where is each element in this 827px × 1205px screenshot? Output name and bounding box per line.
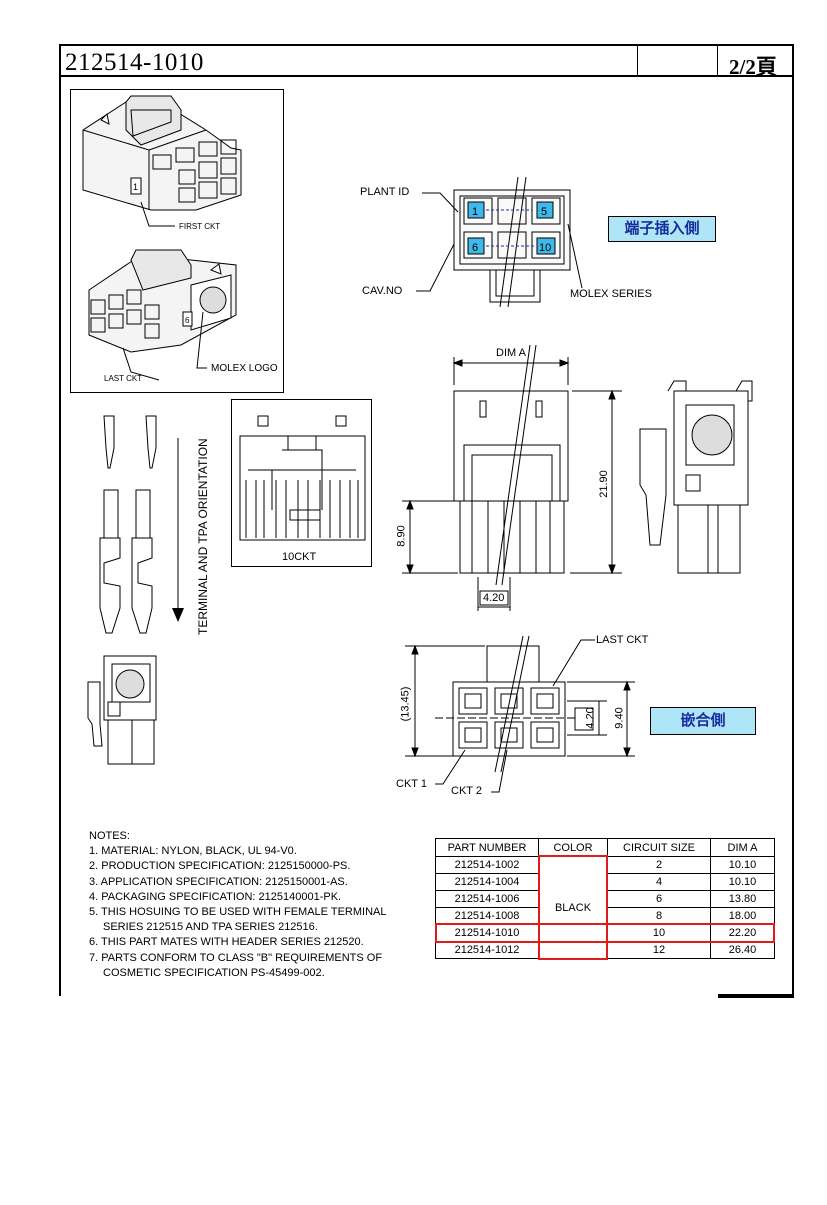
mating-side-badge: 嵌合側 [650, 707, 756, 735]
note-item: 1. MATERIAL: NYLON, BLACK, UL 94-V0. [89, 845, 297, 858]
first-ckt-label: FIRST CKT [179, 222, 220, 231]
cav-number: 6 [472, 242, 478, 254]
note-item: 3. APPLICATION SPECIFICATION: 2125150001… [89, 875, 348, 888]
cell-part: 212514-1006 [435, 890, 539, 908]
notes-block: NOTES: 1. MATERIAL: NYLON, BLACK, UL 94-… [89, 829, 386, 981]
col-header: COLOR [538, 838, 608, 857]
table-row-selected: 212514-1010 10 22.20 [435, 924, 775, 942]
ckt2-callout: CKT 2 [451, 785, 482, 797]
page-number: 2/2頁 [729, 55, 777, 79]
bottom-pitch-dim: 4.20 [584, 707, 597, 729]
pitch-dim: 4.20 [483, 592, 505, 604]
iso-view: 1 FIRST CKT 6 LAST CKT MOLEX LOGO [70, 89, 284, 393]
note-item: 7. PARTS CONFORM TO CLASS "B" REQUIREMEN… [89, 951, 383, 964]
color-highlight-box [538, 855, 608, 960]
terminal-orientation-label: TERMINAL AND TPA ORIENTATION [196, 415, 210, 635]
depth-dim: (13.45) [399, 686, 412, 722]
molex-logo-label: MOLEX LOGO [211, 363, 278, 374]
last-mark: 6 [185, 316, 190, 325]
ckt-view: 10CKT [231, 399, 372, 567]
col-header: PART NUMBER [435, 838, 539, 857]
cav-number: 1 [472, 206, 478, 218]
last-ckt-callout: LAST CKT [596, 634, 649, 646]
note-item: 2. PRODUCTION SPECIFICATION: 2125150000-… [89, 860, 351, 873]
frame-corner-mark [718, 994, 794, 998]
cell-dim: 13.80 [710, 890, 775, 908]
part-number-title: 212514-1010 [65, 49, 204, 76]
cell-size: 4 [607, 873, 711, 891]
iso-view-drawing: 1 FIRST CKT 6 LAST CKT MOLEX LOGO [82, 95, 278, 383]
col-header: CIRCUIT SIZE [607, 838, 711, 857]
cell-dim: 18.00 [710, 907, 775, 925]
cav-number: 10 [539, 242, 551, 254]
dim-a-label: DIM A [496, 347, 526, 359]
col-header: DIM A [710, 838, 775, 857]
plant-id-label: PLANT ID [360, 186, 410, 198]
cav-number: 5 [541, 206, 547, 218]
cav-no-label: CAV.NO [362, 285, 403, 297]
title-divider [717, 46, 718, 77]
ckt-label: 10CKT [282, 551, 317, 563]
cell-size: 6 [607, 890, 711, 908]
cell-dim: 10.10 [710, 873, 775, 891]
molex-series-label: MOLEX SERIES [570, 288, 652, 300]
part-table: PART NUMBER COLOR CIRCUIT SIZE DIM A 212… [435, 838, 775, 959]
cell-size: 12 [607, 941, 711, 959]
cell-dim: 26.40 [710, 941, 775, 959]
table-header-row: PART NUMBER COLOR CIRCUIT SIZE DIM A [435, 838, 775, 857]
frame-left-border [59, 77, 61, 996]
first-mark: 1 [133, 182, 138, 192]
height-dim: 21.90 [597, 470, 610, 498]
cell-size: 8 [607, 907, 711, 925]
small-profile-view [87, 655, 157, 765]
note-item: SERIES 212515 AND TPA SERIES 212516. [103, 921, 318, 934]
ckt-drawing [239, 415, 366, 541]
terminal-drawing [99, 415, 184, 634]
lower-dim: 8.90 [395, 525, 408, 547]
terminal-insertion-side-badge: 端子插入側 [608, 216, 716, 242]
frame-right-border [792, 77, 794, 998]
front-view: 1 5 6 10 [416, 176, 583, 308]
terminal-orientation-text: TERMINAL AND TPA ORIENTATION [196, 438, 210, 635]
cell-size: 2 [607, 856, 711, 874]
cell-part: 212514-1012 [435, 941, 539, 959]
cell-part: 212514-1008 [435, 907, 539, 925]
row-highlight-box [435, 923, 775, 943]
title-block: 212514-1010 2/2頁 [59, 44, 794, 79]
ckt1-callout: CKT 1 [396, 778, 427, 790]
note-item: 5. THIS HOSUING TO BE USED WITH FEMALE T… [89, 906, 387, 919]
note-item: 4. PACKAGING SPECIFICATION: 2125140001-P… [89, 890, 342, 903]
width-dim: 9.40 [613, 707, 626, 729]
title-divider [637, 46, 638, 77]
note-item: COSMETIC SPECIFICATION PS-45499-002. [103, 966, 325, 979]
note-item: 6. THIS PART MATES WITH HEADER SERIES 21… [89, 936, 364, 949]
notes-title: NOTES: [89, 830, 130, 842]
cell-part: 212514-1010 [435, 924, 539, 942]
table-row: 212514-1004 4 10.10 [435, 873, 775, 891]
side-view [402, 345, 753, 611]
cell-part: 212514-1004 [435, 873, 539, 891]
table-row: 212514-1006 6 13.80 [435, 890, 775, 908]
cell-dim: 10.10 [710, 856, 775, 874]
last-ckt-label: LAST CKT [104, 374, 142, 383]
bottom-view [405, 635, 635, 793]
cell-part: 212514-1002 [435, 856, 539, 874]
